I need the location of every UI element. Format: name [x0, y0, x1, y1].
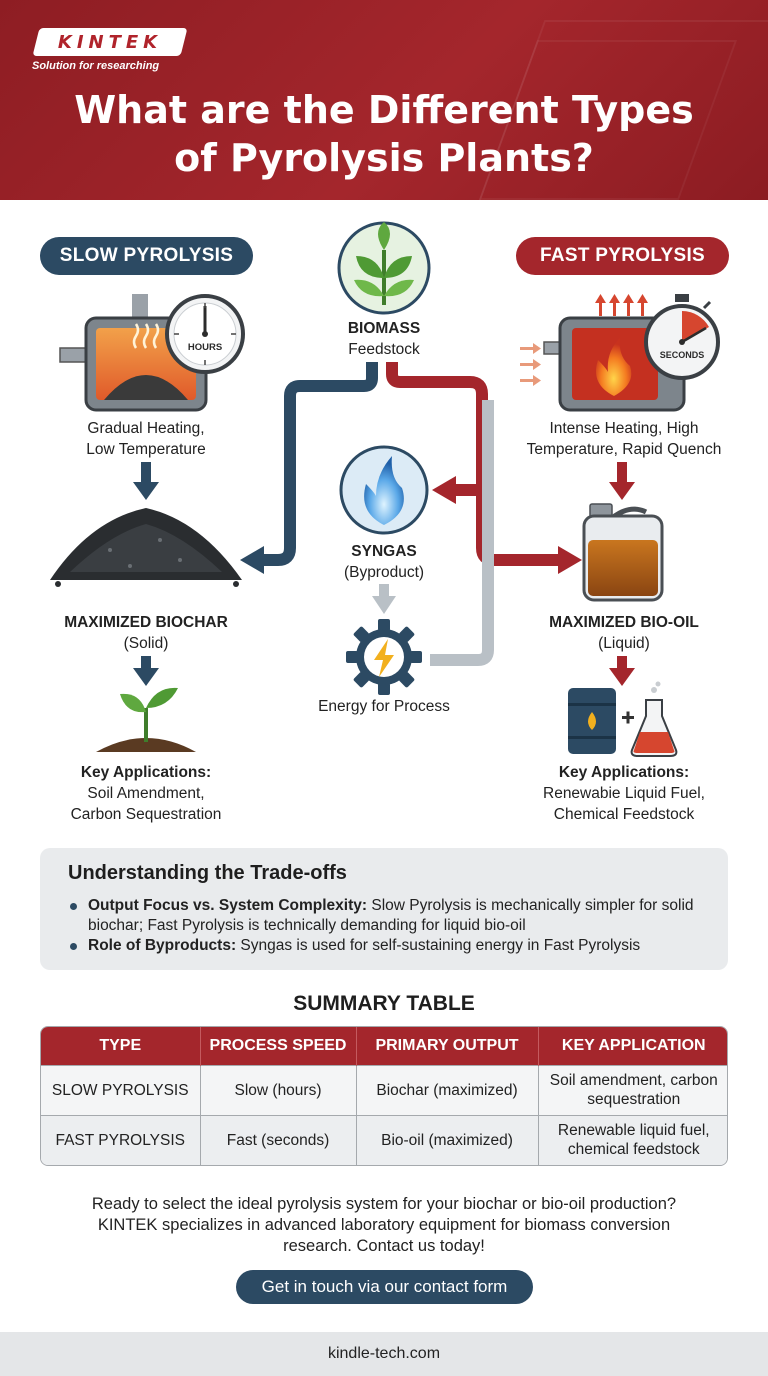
page-title: What are the Different Types of Pyrolysi…	[0, 86, 768, 182]
oil-barrel-icon	[568, 688, 616, 754]
fast-step-line: Intense Heating, High	[549, 420, 699, 437]
tradeoffs-panel: Understanding the Trade-offs Output Focu…	[40, 848, 728, 970]
table-cell: Slow (hours)	[200, 1064, 357, 1116]
tradeoff-text: Syngas is used for self-sustaining energ…	[236, 937, 641, 954]
table-cell: SLOW PYROLYSIS	[41, 1064, 201, 1116]
fast-pyrolysis-pill: FAST PYROLYSIS	[516, 237, 729, 275]
slow-apps-line: Soil Amendment,	[87, 785, 205, 802]
footer: kindle-tech.com	[0, 1332, 768, 1376]
slow-apps-title: Key Applications:	[80, 764, 212, 781]
heat-side-arrows-icon	[520, 343, 541, 386]
bio-oil-jerrycan-icon	[582, 503, 664, 602]
syngas-label: SYNGAS (Byproduct)	[304, 541, 464, 583]
slow-apps-line: Carbon Sequestration	[70, 806, 222, 823]
heat-up-arrows-icon	[595, 294, 648, 316]
title-line: of Pyrolysis Plants?	[174, 136, 594, 180]
summary-title: SUMMARY TABLE	[293, 992, 475, 1015]
table-header-cell: PROCESS SPEED	[200, 1027, 357, 1065]
sprout-soil-icon	[96, 687, 196, 752]
hours-gauge-icon: HOURS	[165, 294, 245, 374]
tradeoff-label: Output Focus vs. System Complexity:	[88, 897, 368, 914]
fast-product-title: MAXIMIZED BIO-OIL	[549, 614, 699, 631]
energy-label: Energy for Process	[318, 698, 450, 715]
slow-pyrolysis-pill: SLOW PYROLYSIS	[40, 237, 253, 275]
cta-text: Ready to select the ideal pyrolysis syst…	[40, 1194, 728, 1257]
contact-form-button[interactable]: Get in touch via our contact form	[236, 1270, 533, 1304]
footer-link[interactable]: kindle-tech.com	[327, 1345, 441, 1362]
slow-step-line: Low Temperature	[86, 441, 206, 458]
table-header-row: TYPE PROCESS SPEED PRIMARY OUTPUT KEY AP…	[41, 1027, 727, 1065]
biomass-title: BIOMASS	[347, 320, 421, 337]
tradeoff-item: Output Focus vs. System Complexity: Slow…	[68, 896, 716, 936]
table-header-cell: KEY APPLICATION	[561, 1036, 706, 1054]
flow-diagram: HOURS	[50, 221, 720, 757]
fast-step-line: Temperature, Rapid Quench	[526, 441, 722, 458]
table-header-cell: TYPE	[41, 1027, 201, 1065]
fast-product-text: MAXIMIZED BIO-OIL (Liquid)	[506, 612, 742, 654]
energy-gear-icon	[346, 619, 422, 695]
slow-product-sub: (Solid)	[123, 635, 169, 652]
table-cell: Soil amendment, carbon sequestration	[538, 1064, 727, 1116]
biochar-pile-icon	[50, 508, 242, 587]
cta-line: KINTEK specializes in advanced laborator…	[97, 1216, 671, 1234]
fast-step-text: Intense Heating, High Temperature, Rapid…	[506, 418, 742, 460]
slow-product-text: MAXIMIZED BIOCHAR (Solid)	[30, 612, 262, 654]
chemical-flask-icon	[630, 681, 678, 757]
logo-text: KINTEK	[57, 31, 163, 53]
slow-step-line: Gradual Heating,	[87, 420, 205, 437]
table-cell: Biochar (maximized)	[356, 1064, 539, 1116]
table-row: SLOW PYROLYSIS Slow (hours) Biochar (max…	[41, 1064, 727, 1116]
tradeoff-label: Role of Byproducts:	[88, 937, 237, 954]
summary-table: TYPE PROCESS SPEED PRIMARY OUTPUT KEY AP…	[40, 1026, 728, 1166]
biomass-label: BIOMASS Feedstock	[304, 318, 464, 360]
cta-line: research. Contact us today!	[283, 1237, 485, 1255]
flow-connectors	[133, 362, 635, 686]
syngas-title: SYNGAS	[351, 543, 417, 560]
table-cell: Renewable liquid fuel, chemical feedstoc…	[538, 1114, 727, 1165]
logo-tagline: Solution for researching	[32, 60, 160, 72]
tradeoffs-title: Understanding the Trade-offs	[68, 862, 347, 884]
kintek-logo[interactable]: KINTEK	[32, 28, 188, 56]
tradeoff-item: Role of Byproducts: Syngas is used for s…	[68, 936, 716, 956]
tradeoff-text: Slow Pyrolysis is mechanically simpler f…	[88, 897, 694, 934]
biomass-sub: Feedstock	[348, 341, 420, 358]
tradeoffs-list: Output Focus vs. System Complexity: Slow…	[68, 896, 716, 956]
table-cell: Fast (seconds)	[200, 1114, 357, 1165]
slow-step-text: Gradual Heating, Low Temperature	[40, 418, 252, 460]
title-line: What are the Different Types	[74, 88, 694, 132]
table-header-cell: PRIMARY OUTPUT	[356, 1027, 539, 1065]
biomass-leaf-icon	[337, 221, 431, 315]
plus-sign-icon	[622, 711, 634, 724]
fast-apps-line: Renewabie Liquid Fuel,	[543, 785, 705, 802]
header-banner: KINTEK Solution for researching What are…	[0, 0, 768, 200]
fast-product-sub: (Liquid)	[598, 635, 650, 652]
table-row: FAST PYROLYSIS Fast (seconds) Bio-oil (m…	[41, 1114, 727, 1165]
slow-product-title: MAXIMIZED BIOCHAR	[64, 614, 228, 631]
fast-apps-title: Key Applications:	[558, 764, 690, 781]
seconds-stopwatch-icon: SECONDS	[644, 294, 720, 380]
slow-applications: Key Applications: Soil Amendment, Carbon…	[30, 762, 262, 825]
table-cell: FAST PYROLYSIS	[41, 1114, 201, 1165]
fast-applications: Key Applications: Renewabie Liquid Fuel,…	[506, 762, 742, 825]
syngas-flame-icon	[339, 445, 429, 535]
syngas-sub: (Byproduct)	[343, 564, 425, 581]
table-cell: Bio-oil (maximized)	[356, 1114, 539, 1165]
fast-apps-line: Chemical Feedstock	[553, 806, 695, 823]
seconds-gauge-label: SECONDS	[660, 350, 705, 360]
hours-gauge-label: HOURS	[188, 342, 222, 353]
cta-line: Ready to select the ideal pyrolysis syst…	[91, 1195, 677, 1213]
